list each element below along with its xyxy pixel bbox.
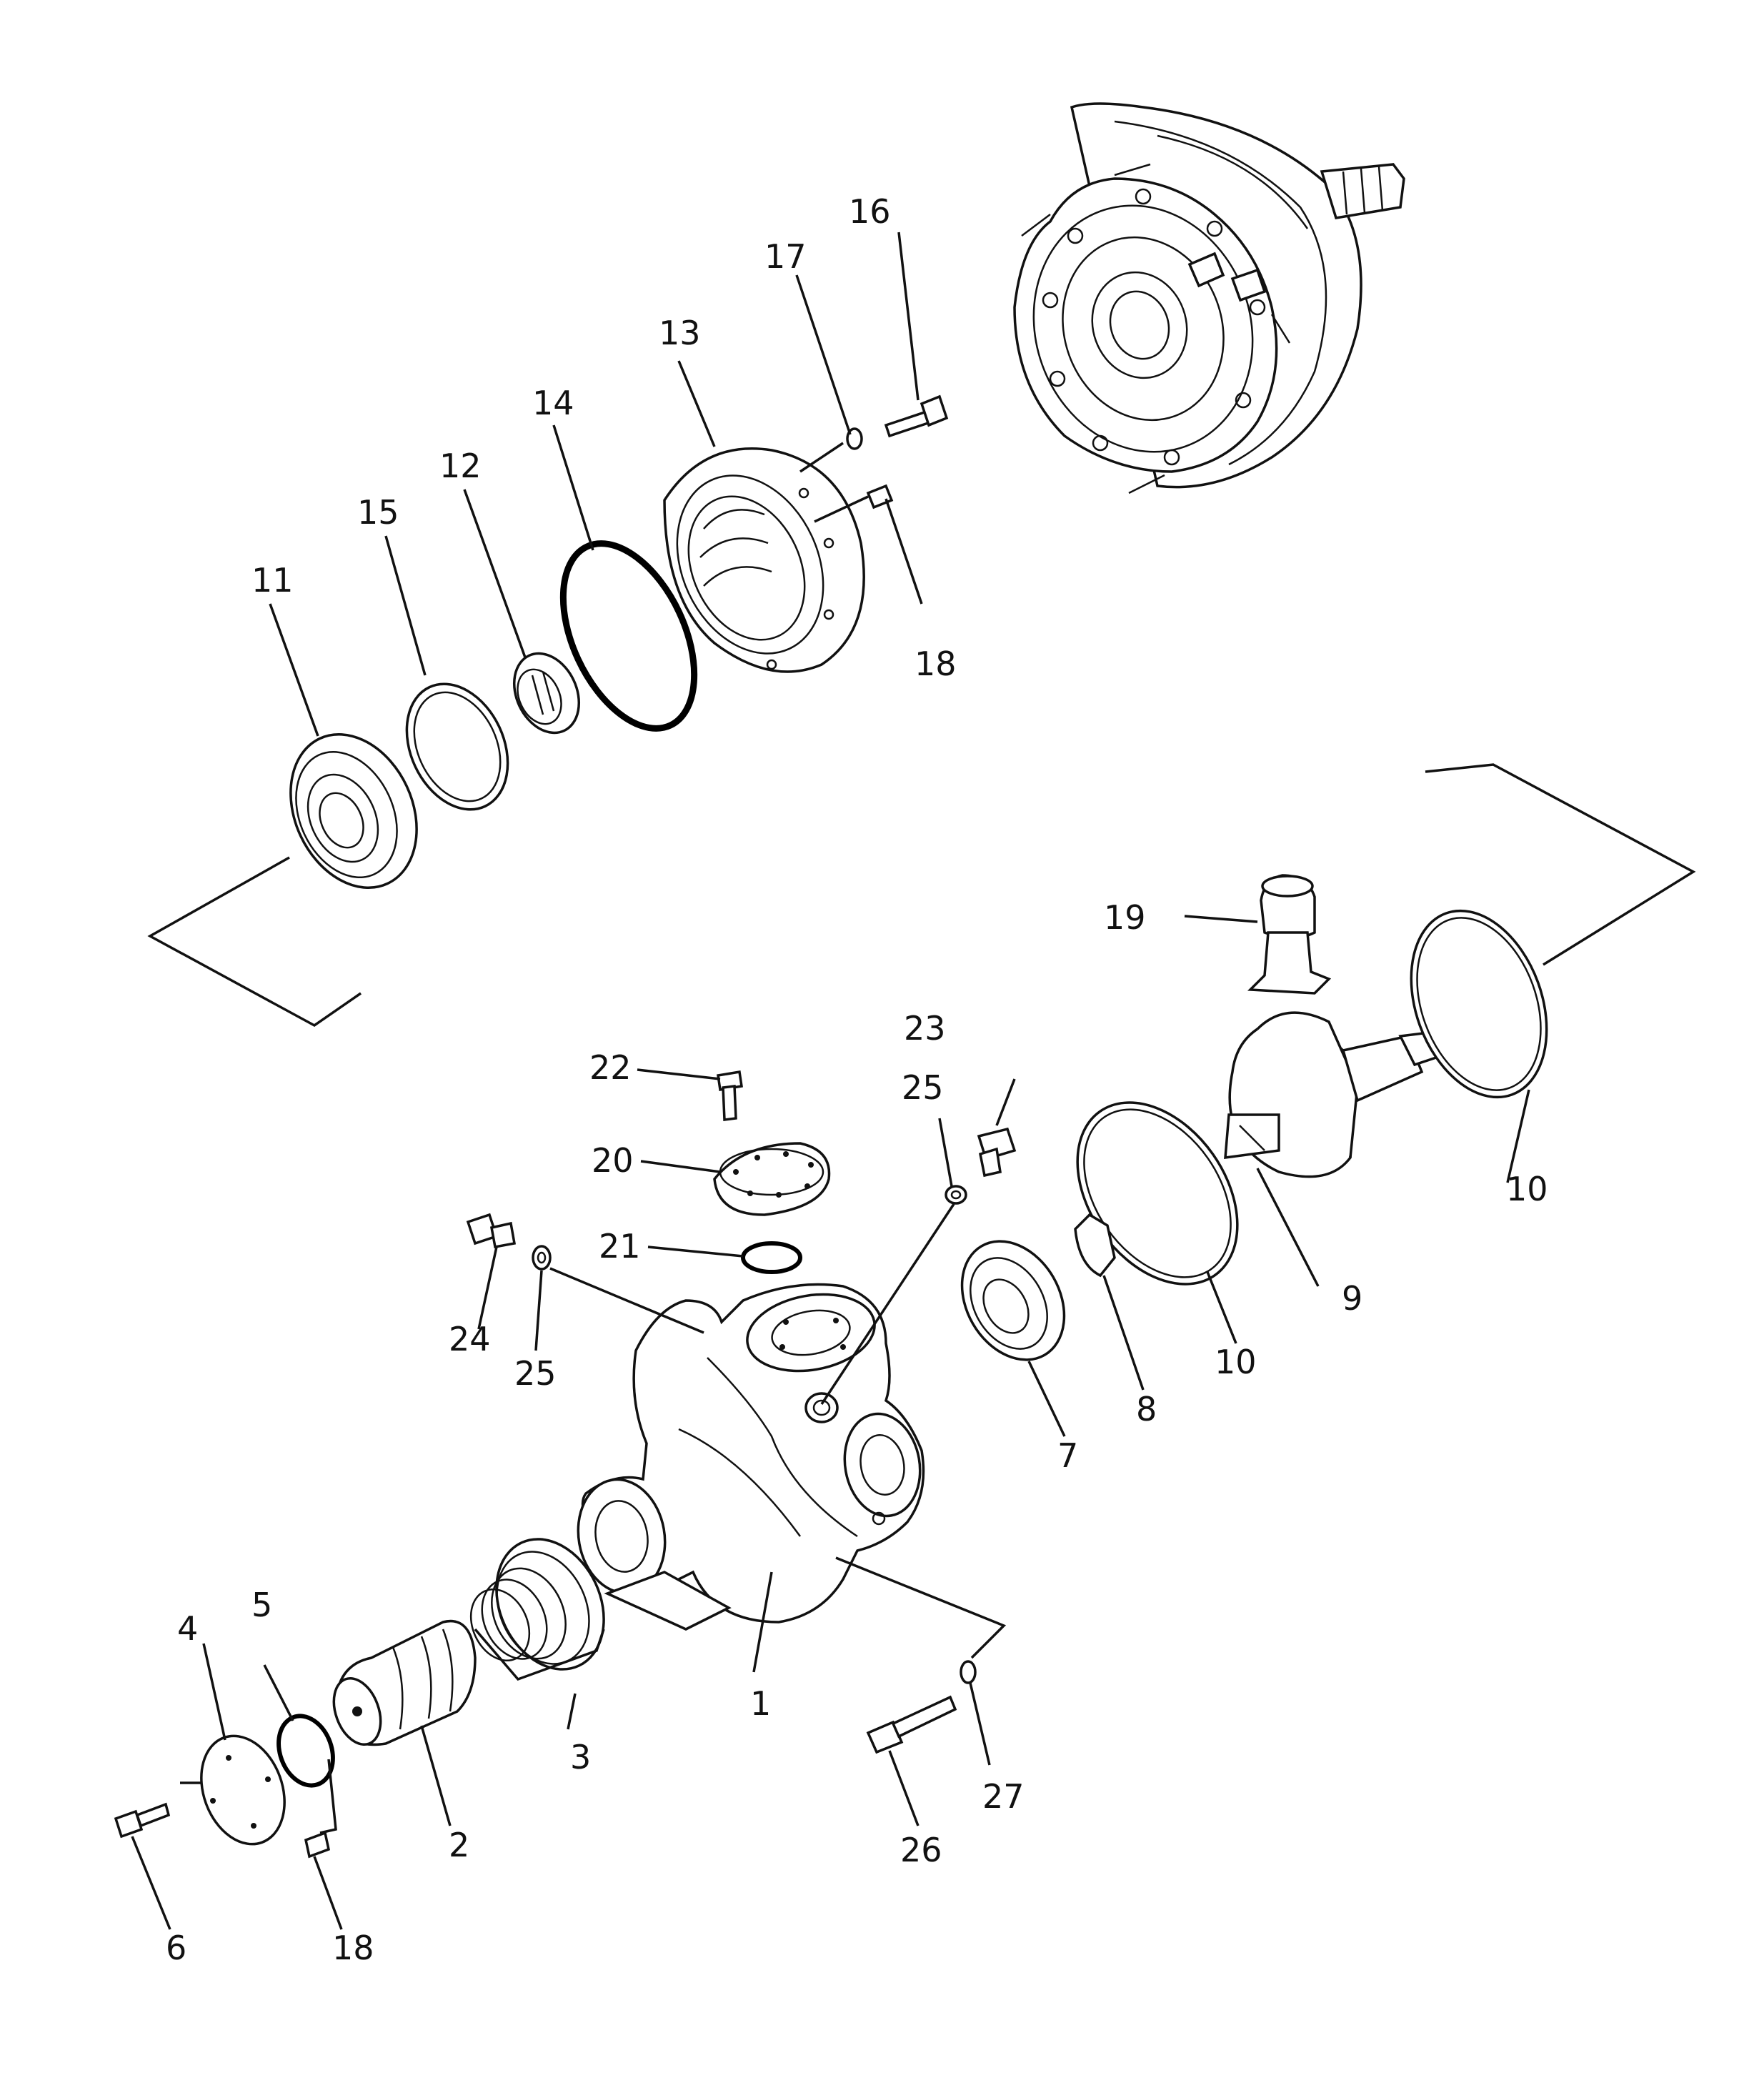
spool-2 (332, 1619, 477, 1746)
label-part-5: 5 (251, 1586, 272, 1624)
breather-19 (1247, 874, 1332, 995)
label-part-22: 22 (589, 1048, 632, 1087)
washer-27 (960, 1660, 977, 1684)
part-labels: 1 2 3 4 5 6 7 8 9 10 10 11 12 13 14 15 1… (166, 192, 1548, 1967)
bolt-26 (866, 1695, 957, 1754)
bracket-springs (474, 1628, 605, 1681)
bearing-11 (289, 732, 418, 890)
shim-ring-15 (405, 682, 509, 811)
leaders-upper (269, 232, 923, 737)
label-part-18-upper: 18 (915, 645, 957, 683)
label-part-17: 17 (764, 237, 807, 276)
label-part-11: 11 (251, 561, 294, 600)
label-part-27: 27 (982, 1777, 1025, 1816)
label-part-1: 1 (750, 1684, 771, 1723)
stud-18-lower (304, 1831, 331, 1859)
label-part-15: 15 (357, 493, 399, 532)
label-part-8: 8 (1136, 1390, 1157, 1428)
bolt-22 (717, 1070, 743, 1121)
label-part-4: 4 (177, 1609, 198, 1648)
cover-13 (663, 447, 865, 673)
label-part-23: 23 (904, 1009, 946, 1048)
washer-25-left (532, 1245, 552, 1271)
label-part-24: 24 (449, 1320, 491, 1358)
label-part-9: 9 (1342, 1279, 1362, 1318)
label-part-19: 19 (1104, 898, 1146, 937)
label-part-16: 16 (849, 192, 891, 231)
label-part-20: 20 (592, 1141, 634, 1180)
label-part-2: 2 (449, 1826, 469, 1864)
label-part-14: 14 (532, 384, 574, 422)
o-ring-14 (559, 540, 698, 732)
final-drive-housing (1013, 102, 1405, 494)
label-part-12: 12 (439, 447, 482, 485)
label-part-13: 13 (659, 314, 701, 352)
leaders-lower (131, 915, 1530, 1930)
plug-24 (466, 1213, 517, 1249)
o-ring-5 (276, 1714, 335, 1788)
label-part-25-left: 25 (514, 1354, 557, 1393)
bearing-7 (960, 1240, 1066, 1361)
cover-4 (200, 1734, 286, 1846)
shaft-9 (1224, 1011, 1438, 1178)
label-part-10-right: 10 (1506, 1170, 1548, 1208)
o-ring-21 (741, 1241, 802, 1274)
bracket-bolt-26 (835, 1556, 1007, 1659)
bearing-12 (512, 652, 581, 735)
bracket-upper-right (1425, 763, 1696, 966)
bolt-16 (884, 394, 949, 438)
o-ring-10-right (1410, 909, 1548, 1099)
bracket-upper-left (147, 856, 362, 1028)
springs-3 (469, 1538, 605, 1671)
axle-housing-1 (577, 1283, 925, 1631)
label-part-6: 6 (166, 1929, 186, 1967)
label-part-21: 21 (599, 1227, 641, 1266)
label-part-10-middle: 10 (1215, 1343, 1257, 1381)
label-part-3: 3 (570, 1738, 591, 1776)
label-part-25-right: 25 (902, 1068, 944, 1107)
block-8 (1074, 1213, 1116, 1278)
plug-23 (977, 1127, 1017, 1178)
label-part-26: 26 (900, 1831, 942, 1869)
cover-plate-20 (713, 1142, 831, 1216)
label-part-18-lower: 18 (332, 1929, 374, 1967)
washer-25-right (945, 1185, 967, 1205)
label-part-7: 7 (1057, 1436, 1078, 1475)
bolt-6 (114, 1802, 171, 1839)
